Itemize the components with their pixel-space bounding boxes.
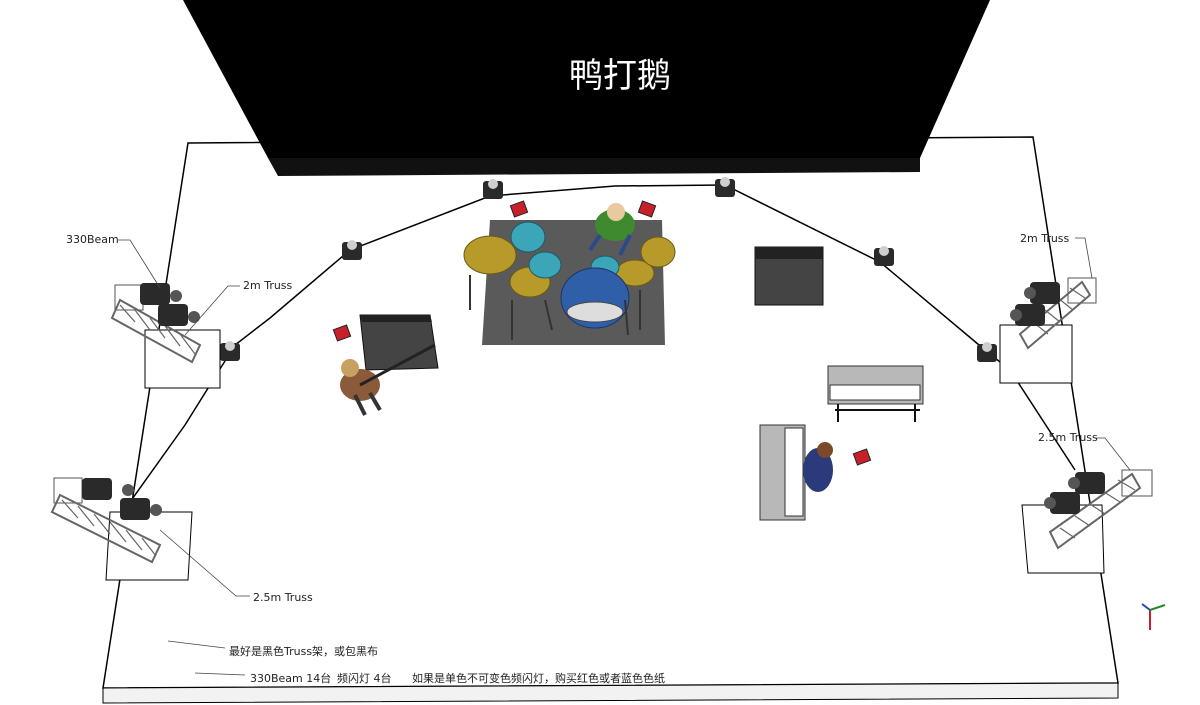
label-2m-truss-right: 2m Truss [1020,232,1070,245]
label-2m-truss-left: 2m Truss [243,279,293,292]
moving-head-light [715,177,735,197]
keyboard-stand [827,365,924,422]
moving-head-light [342,240,362,260]
note-strobe-count: 频闪灯 4台 [337,672,392,685]
led-screen [183,0,990,176]
guitar-amp [359,314,439,371]
note-beam-count: 330Beam 14台 [250,672,332,685]
monitor-wedge [637,200,657,218]
drum-kit [463,221,676,340]
moving-head-light [483,179,503,199]
moving-head-light [220,341,240,361]
monitor-wedge [852,448,872,466]
callout-lines [118,237,1131,676]
screen-title: 鸭打鹅 [569,56,671,96]
label-2-5m-truss-left: 2.5m Truss [253,591,313,604]
drummer [588,203,635,256]
label-330beam: 330Beam [66,233,119,246]
bass-amp [754,246,824,306]
note-color-gel: 如果是单色不可变色频闪灯，购买红色或者蓝色色纸 [412,672,665,685]
monitor-wedge [509,200,529,218]
truss-right-bottom [1021,469,1153,574]
guitarist [340,343,436,416]
monitor-wedge [332,324,352,342]
moving-head-light [977,342,997,362]
label-2-5m-truss-right: 2.5m Truss [1038,431,1098,444]
stage-floor [102,136,1119,704]
moving-head-light [874,246,894,266]
truss-left-top [110,283,221,389]
truss-left-bottom [50,477,193,581]
note-black-truss: 最好是黑色Truss架，或包黑布 [229,645,379,658]
truss-right-top [999,277,1097,384]
keyboard-player [759,424,833,521]
axis-gizmo [1141,603,1166,630]
